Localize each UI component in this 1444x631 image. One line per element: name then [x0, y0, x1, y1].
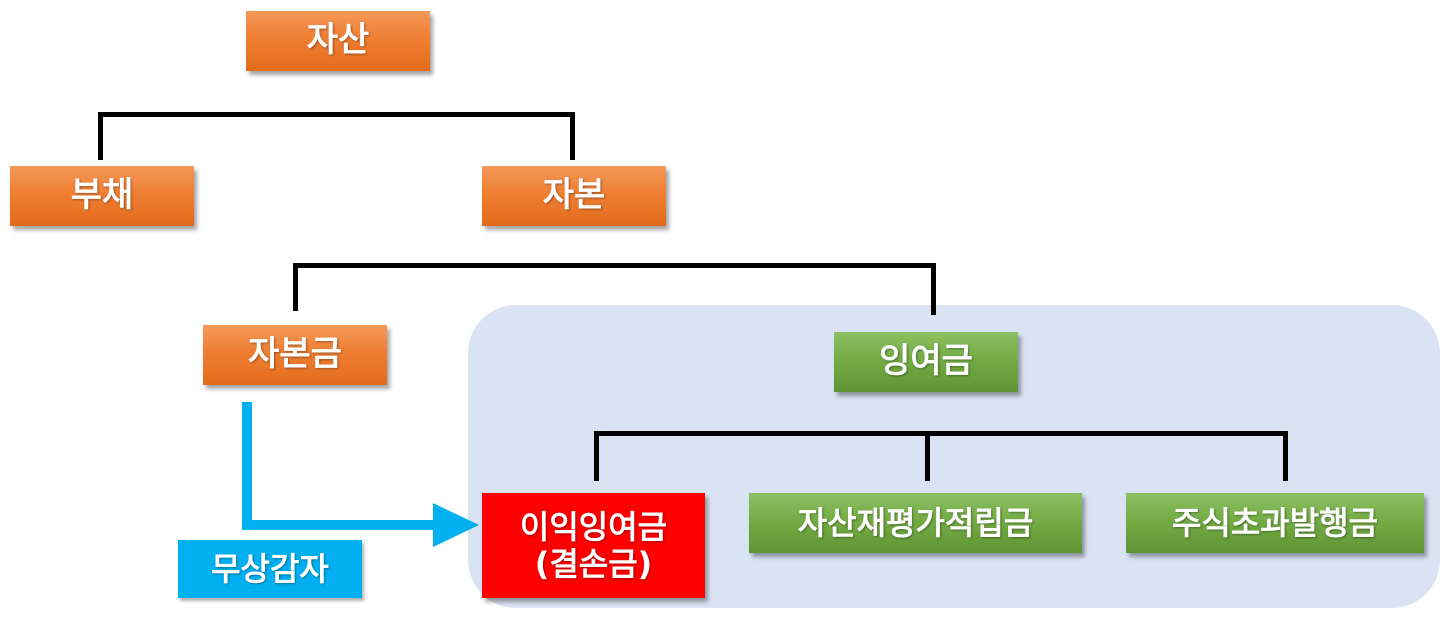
- node-share-premium-label: 주식초과발행금: [1171, 503, 1379, 542]
- connector-capital-h: [293, 263, 936, 268]
- node-surplus-label: 잉여금: [879, 341, 973, 382]
- node-capital: 자본: [482, 166, 666, 226]
- node-share-premium: 주식초과발행금: [1126, 493, 1424, 553]
- connector-surplus-premium-v: [1283, 431, 1288, 481]
- node-paid-in-capital-label: 자본금: [248, 334, 342, 375]
- node-asset-label: 자산: [306, 20, 370, 61]
- node-retained-earnings: 이익잉여금 (결손금): [482, 493, 705, 598]
- node-liability: 부채: [10, 166, 194, 226]
- node-asset: 자산: [246, 11, 430, 71]
- node-paid-in-capital: 자본금: [203, 325, 387, 385]
- node-capital-reduction: 무상감자: [178, 540, 362, 598]
- node-liability-label: 부채: [70, 175, 134, 216]
- connector-asset-h: [98, 112, 575, 117]
- node-surplus: 잉여금: [834, 332, 1018, 392]
- node-revaluation-reserve-label: 자산재평가적립금: [797, 503, 1034, 542]
- node-retained-earnings-label: 이익잉여금: [519, 507, 668, 546]
- node-capital-reduction-label: 무상감자: [211, 549, 329, 588]
- connector-surplus-stem-v: [925, 431, 930, 481]
- connector-capital-surplus-v: [931, 263, 936, 315]
- connector-surplus-retained-v: [594, 431, 599, 481]
- connector-surplus-h: [594, 431, 1288, 436]
- node-capital-label: 자본: [542, 175, 606, 216]
- node-retained-earnings-sublabel: (결손금): [534, 544, 653, 583]
- connector-capital-paid-in-v: [293, 263, 298, 311]
- connector-asset-liability-v: [98, 112, 103, 160]
- connector-asset-capital-v: [570, 112, 575, 160]
- node-revaluation-reserve: 자산재평가적립금: [749, 493, 1082, 553]
